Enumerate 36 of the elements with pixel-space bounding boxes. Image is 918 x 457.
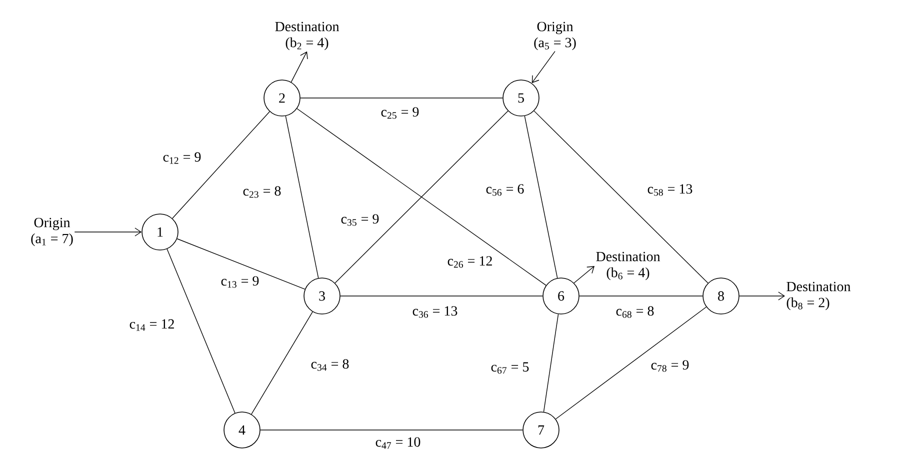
edge-label: c$_{23}$ = 8: [242, 185, 282, 199]
connector-line: [543, 314, 559, 412]
node-label: Origin (a$_{5}$ = 3): [534, 22, 576, 50]
edge-label: c$_{68}$ = 8: [614, 305, 656, 319]
arrow: [74, 228, 142, 236]
arrow: [532, 50, 556, 84]
edge-label: c$_{26}$ = 12: [446, 255, 494, 269]
node-label: Destination (b$_{8}$ = 2): [786, 282, 851, 310]
edge-label: c$_{47}$ = 10: [374, 436, 422, 450]
node-label: Destination (b$_{6}$ = 4): [596, 252, 660, 280]
connector-line: [166, 248, 236, 414]
connector-line: [534, 110, 708, 284]
connector-line: [251, 311, 313, 415]
edge-label: c$_{25}$ = 9: [380, 106, 420, 120]
edge-label: c$_{78}$ = 9: [650, 359, 690, 373]
edge-label: c$_{35}$ = 9: [340, 213, 380, 227]
edge-label: c$_{67}$ = 5: [490, 361, 530, 375]
edge-label: c$_{14}$ = 12: [128, 318, 176, 332]
arrow: [739, 292, 785, 300]
connector-line: [172, 111, 270, 219]
connector-line: [334, 110, 508, 284]
edge-label: c$_{34}$ = 8: [310, 358, 350, 372]
connector-line: [524, 116, 558, 278]
node-label: Destination (b$_{2}$ = 4): [275, 22, 340, 50]
arrow: [574, 266, 595, 284]
edge-label: c$_{36}$ = 13: [411, 305, 459, 319]
connector-line: [285, 116, 319, 278]
arrow: [290, 51, 308, 82]
connector-line: [176, 238, 306, 290]
edge-label: c$_{58}$ = 13: [646, 183, 694, 197]
edge-label: c$_{12}$ = 9: [162, 151, 202, 165]
edge-label: c$_{13}$ = 9: [220, 275, 260, 289]
node-label: Origin (a$_{1}$ = 7): [31, 218, 73, 246]
connector-line: [296, 108, 546, 286]
edge-label: c$_{56}$ = 6: [484, 183, 526, 197]
connector-line: [555, 306, 707, 420]
